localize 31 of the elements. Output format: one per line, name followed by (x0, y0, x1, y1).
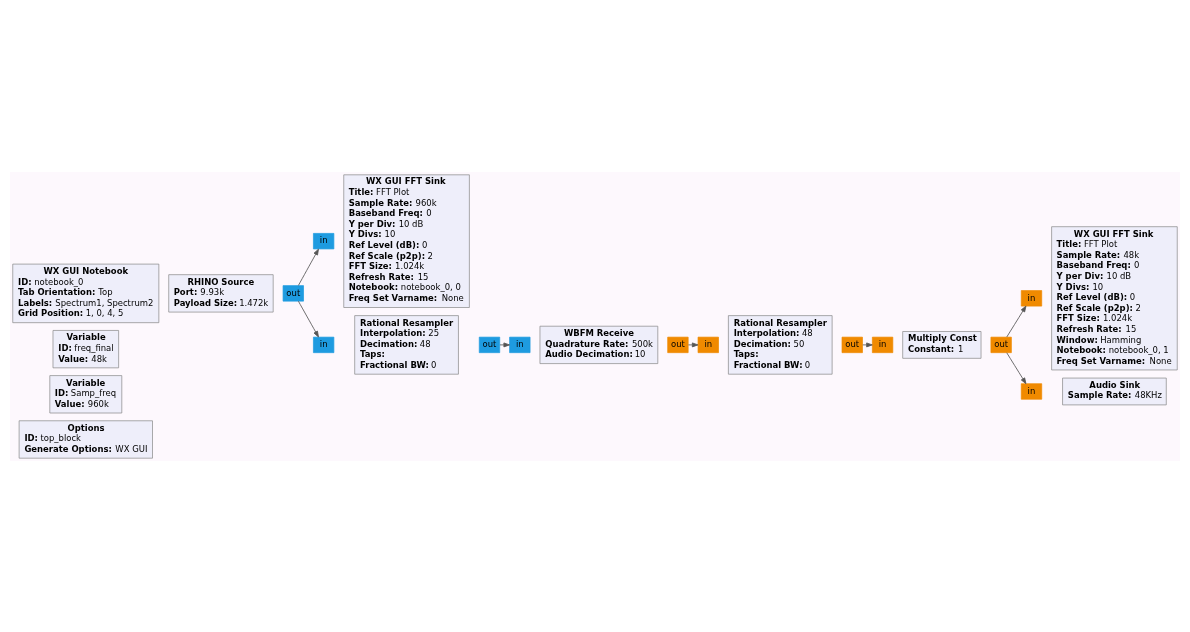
node-box: in (697, 336, 719, 353)
node-box: in (313, 232, 335, 249)
node-box: in (509, 336, 531, 353)
arrow (1006, 351, 1027, 384)
node-box: in (1020, 289, 1043, 306)
node-box: Variable ID: Samp_freq Value: 960k (49, 374, 123, 413)
arrow (1006, 305, 1027, 337)
node-box: in (313, 336, 335, 353)
node-box: WBFM Receive Quadrature Rate: 500k Audio Decimation: 10 (539, 325, 659, 364)
arrow (688, 342, 699, 347)
node-box: Variable ID: freq_final Value: 48k (52, 329, 119, 368)
node-box: out (282, 284, 304, 301)
node-box: Multiply Const Constant: 1 (902, 330, 982, 359)
node-box: in (872, 336, 894, 353)
arrow (862, 342, 873, 347)
node-box: out (990, 336, 1012, 353)
node-box: WX GUI FFT Sink Title: FFT Plot Sample Rate: 960k Baseband Freq: 0 Y per Div: 10 dB Y Divs: 10 Ref Level (dB): 0 Ref Scale (p2p): 2 FFT Size: 1.024k Refresh Rate: 15 Notebook: notebook_0, 0 Freq Set Varname: None (343, 173, 470, 308)
node-box: in (1020, 382, 1043, 400)
arrow (499, 342, 510, 347)
node-box: WX GUI Notebook ID: notebook_0 Tab Orientation: Top Labels: Spectrum1, Spectrum2 Grid Position: 1, 0, 4, 5 (12, 263, 160, 323)
node-box: Rational Resampler Interpolation: 25 Decimation: 48 Taps: Fractional BW: 0 (354, 314, 459, 375)
node-box: out (478, 336, 501, 353)
node-box: out (667, 336, 689, 353)
node-box: Options ID: top_block Generate Options: WX GUI (18, 419, 153, 459)
node-box: WX GUI FFT Sink Title: FFT Plot Sample Rate: 48k Baseband Freq: 0 Y per Div: 10 dB Y Divs: 10 Ref Level (dB): 0 Ref Scale (p2p): 2 FFT Size: 1.024k Refresh Rate: 15 Window: Hamming Notebook: notebook_0, 1 Freq Set Varname: None (1051, 225, 1178, 370)
node-box: RHINO Source Port: 9.93k Payload Size: 1.472k (168, 273, 274, 312)
arrow (297, 300, 319, 337)
node-box: out (841, 336, 863, 353)
arrow (297, 248, 319, 286)
node-box: Audio Sink Sample Rate: 48KHz (1062, 377, 1167, 405)
node-box: Rational Resampler Interpolation: 48 Decimation: 50 Taps: Fractional BW: 0 (728, 314, 833, 375)
